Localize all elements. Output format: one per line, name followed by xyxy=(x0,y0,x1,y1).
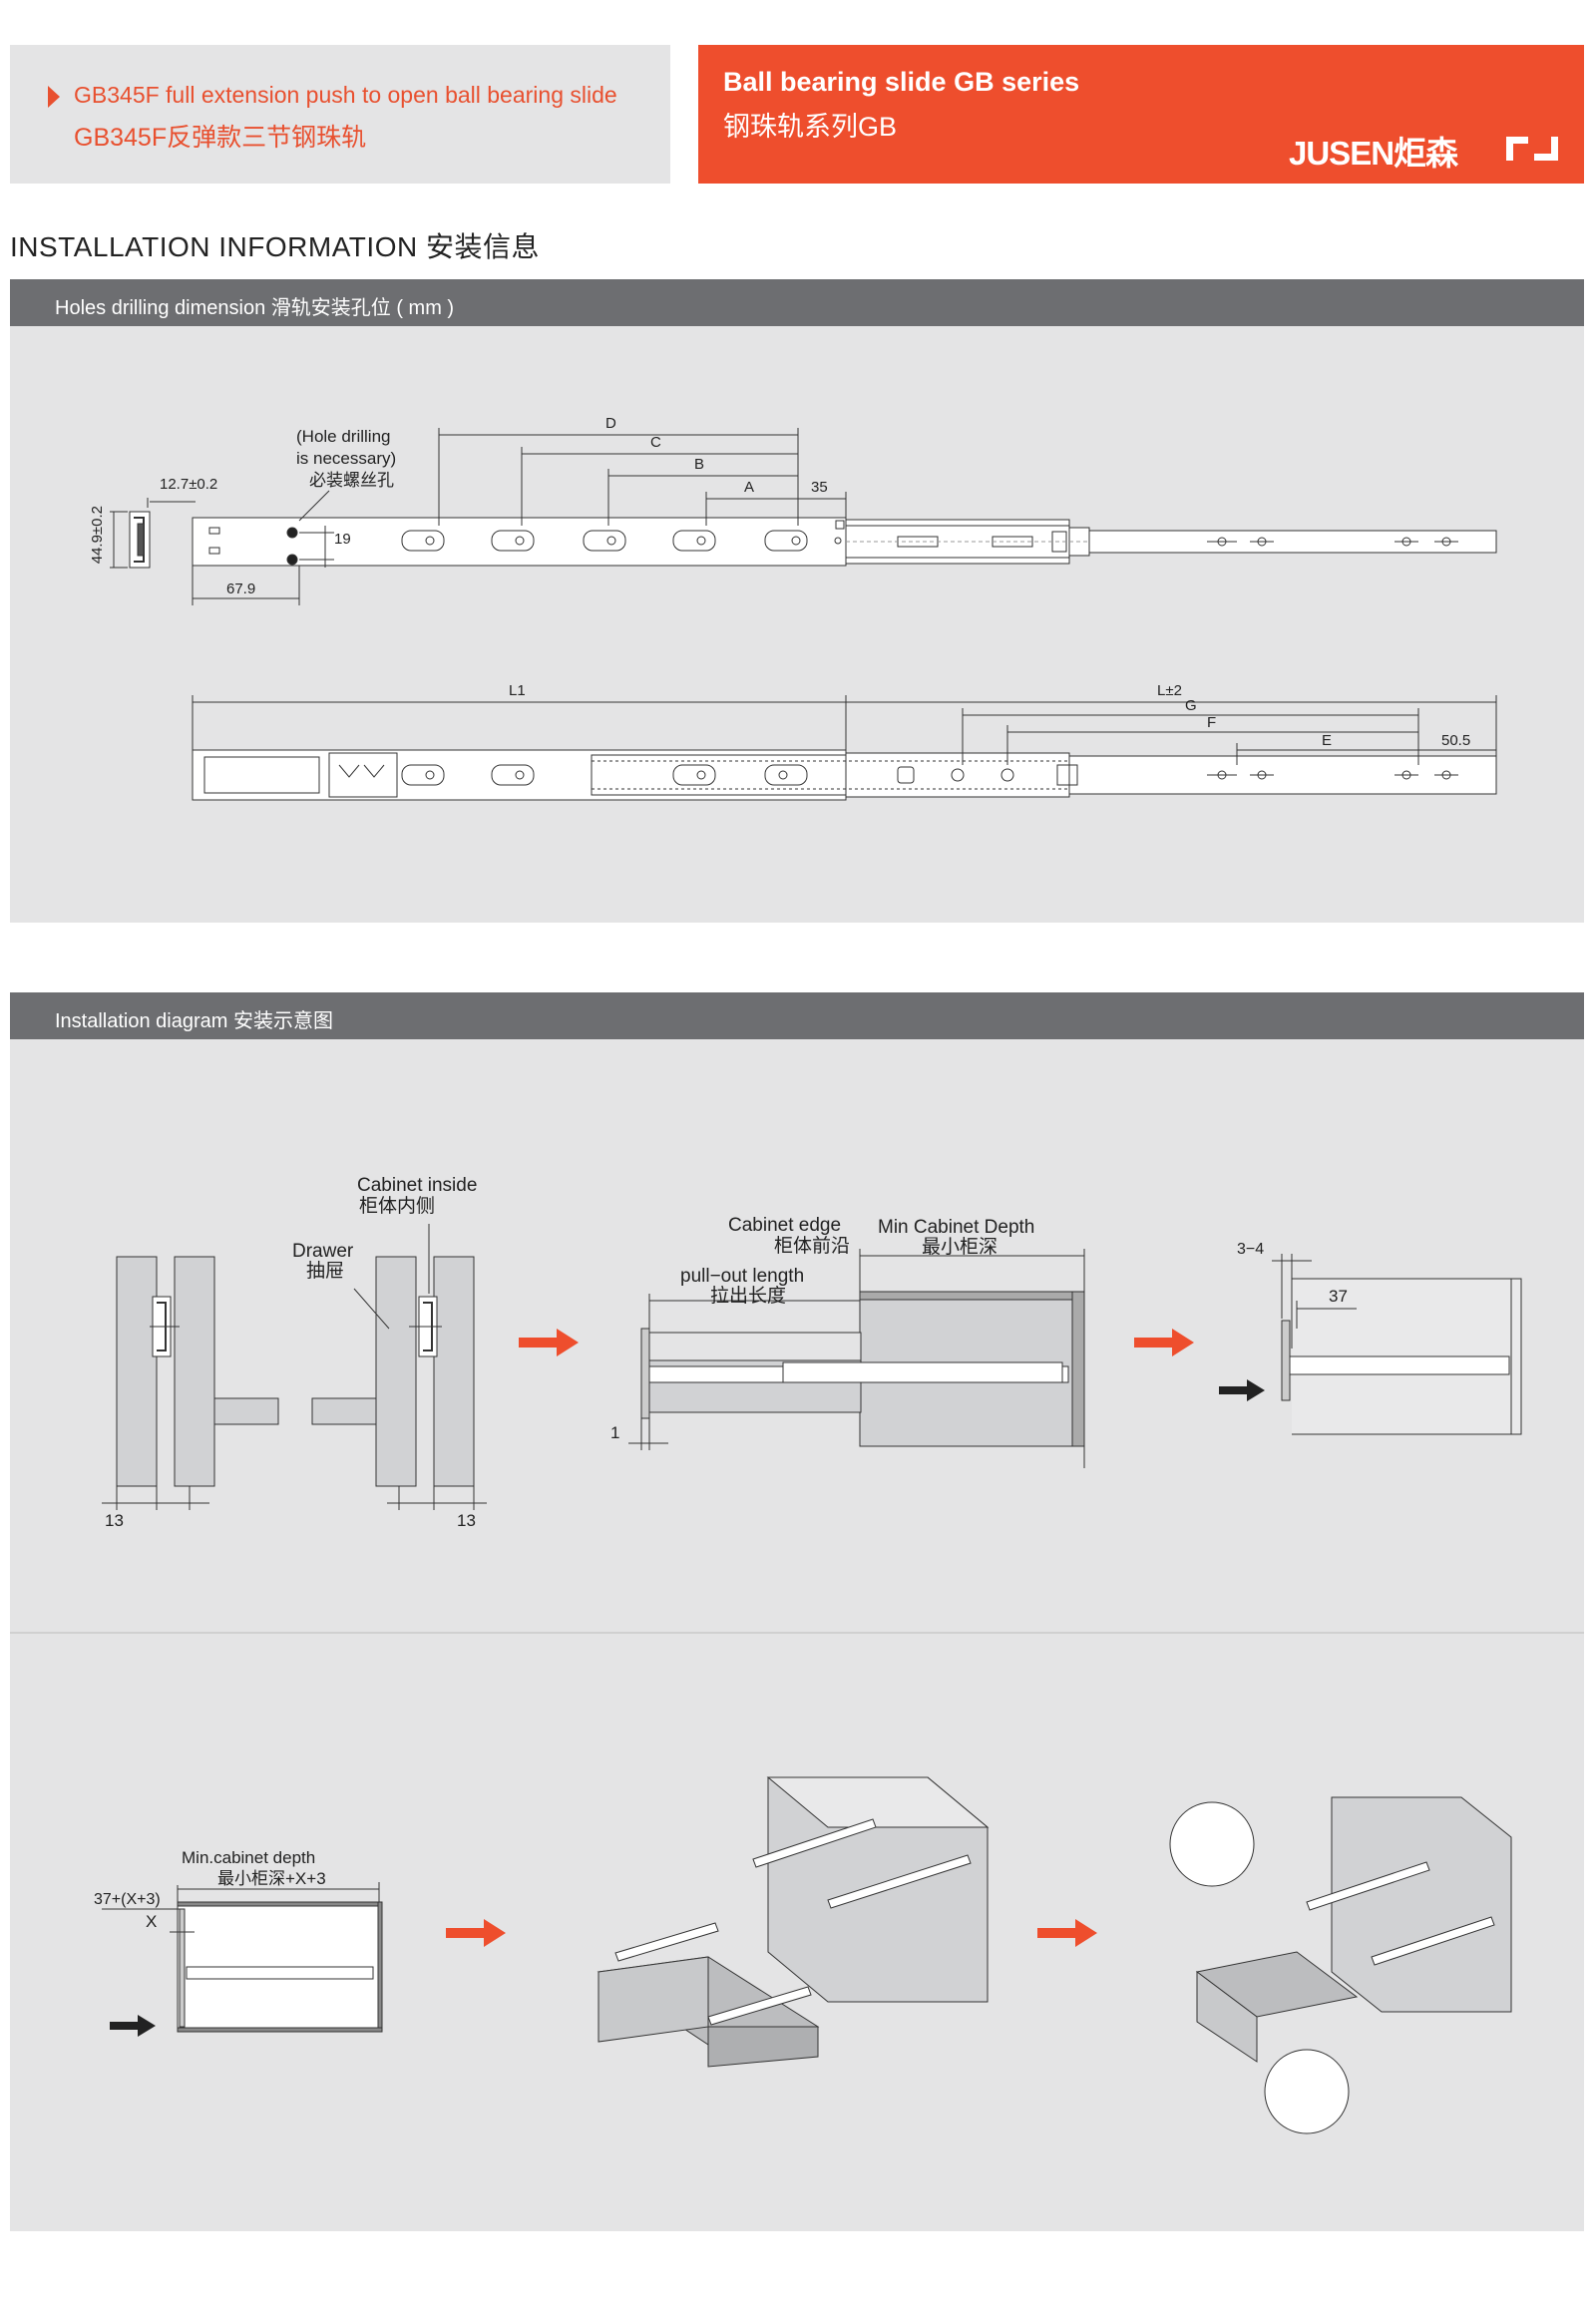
label-min-cabinet-depth-cn: 最小柜深+X+3 xyxy=(217,1869,326,1888)
label-cabinet-inside-en: Cabinet inside xyxy=(357,1175,477,1196)
dim-d: D xyxy=(605,415,616,432)
label-drawer-cn: 抽屉 xyxy=(306,1260,344,1282)
dim-13-left: 13 xyxy=(105,1511,124,1530)
dim-width: 12.7±0.2 xyxy=(160,476,217,493)
section-bar-diagram: Installation diagram 安装示意图 xyxy=(10,992,1584,1039)
dim-37-x-3: 37+(X+3) xyxy=(94,1891,161,1908)
dim-a: A xyxy=(744,479,754,496)
dim-x: X xyxy=(146,1912,157,1931)
push-arrow-icon xyxy=(1219,1379,1265,1401)
dim-50-5: 50.5 xyxy=(1441,732,1470,749)
diagram-panel: Cabinet inside 柜体内侧 Drawer 抽屉 13 13 Cabi… xyxy=(10,1039,1584,2231)
label-min-cabinet-depth-en: Min.cabinet depth xyxy=(182,1848,315,1867)
product-header: GB345F full extension push to open ball … xyxy=(10,45,670,184)
series-name-cn: 钢珠轨系列GB xyxy=(723,112,898,142)
label-cabinet-inside-cn: 柜体内侧 xyxy=(359,1195,435,1217)
label-pullout-cn: 拉出长度 xyxy=(710,1285,786,1307)
slide-rail-extended xyxy=(192,749,1497,801)
series-header: Ball bearing slide GB series 钢珠轨系列GB JUS… xyxy=(698,45,1584,184)
dim-67-9: 67.9 xyxy=(226,580,255,597)
installation-diagram: Cabinet inside 柜体内侧 Drawer 抽屉 13 13 Cabi… xyxy=(10,1175,1584,2134)
dim-3-4: 3−4 xyxy=(1237,1241,1264,1258)
dim-1: 1 xyxy=(610,1423,619,1442)
label-min-depth-en: Min Cabinet Depth xyxy=(878,1217,1034,1238)
process-arrow-icon xyxy=(446,1329,1194,1947)
holes-drilling-drawing: 44.9±0.2 12.7±0.2 (Hole drilling is nece… xyxy=(89,415,1497,801)
product-name-cn: GB345F反弹款三节钢珠轨 xyxy=(74,124,367,152)
dim-19: 19 xyxy=(334,531,351,548)
label-pullout-en: pull−out length xyxy=(680,1266,804,1287)
note-line-3: 必装螺丝孔 xyxy=(309,471,394,490)
label-drawer-en: Drawer xyxy=(292,1241,354,1262)
section-bar-holes: Holes drilling dimension 滑轨安装孔位 ( mm ) xyxy=(10,279,1584,326)
slide-profile-icon xyxy=(129,511,151,569)
dim-f: F xyxy=(1207,714,1216,731)
page-title: INSTALLATION INFORMATION 安装信息 xyxy=(10,231,540,262)
slide-rail-closed xyxy=(192,517,1497,567)
brand-logo-mark-icon xyxy=(1506,137,1558,161)
dim-13-right: 13 xyxy=(457,1511,476,1530)
dim-c: C xyxy=(650,434,661,451)
triangle-bullet-icon xyxy=(48,86,60,108)
dim-l1: L1 xyxy=(509,682,526,699)
push-arrow-icon xyxy=(110,2015,156,2037)
brand-logo-text: JUSEN炬森 xyxy=(1289,135,1458,172)
section-label-holes: Holes drilling dimension 滑轨安装孔位 ( mm ) xyxy=(55,297,455,319)
section-label-diagram: Installation diagram 安装示意图 xyxy=(55,1010,333,1032)
dim-35: 35 xyxy=(811,479,828,496)
dim-37: 37 xyxy=(1329,1287,1348,1306)
holes-panel: 44.9±0.2 12.7±0.2 (Hole drilling is nece… xyxy=(10,326,1584,923)
label-cabinet-edge-cn: 柜体前沿 xyxy=(774,1235,850,1257)
label-cabinet-edge-en: Cabinet edge xyxy=(728,1215,841,1236)
note-line-1: (Hole drilling xyxy=(296,427,390,446)
dim-e: E xyxy=(1322,732,1332,749)
label-min-depth-cn: 最小柜深 xyxy=(922,1236,998,1258)
dim-l2: L±2 xyxy=(1157,682,1182,699)
dim-height: 44.9±0.2 xyxy=(89,506,106,564)
dim-b: B xyxy=(694,456,704,473)
note-line-2: is necessary) xyxy=(296,449,396,468)
dim-g: G xyxy=(1185,697,1197,714)
series-name-en: Ball bearing slide GB series xyxy=(723,67,1080,97)
product-name-en: GB345F full extension push to open ball … xyxy=(74,82,617,108)
